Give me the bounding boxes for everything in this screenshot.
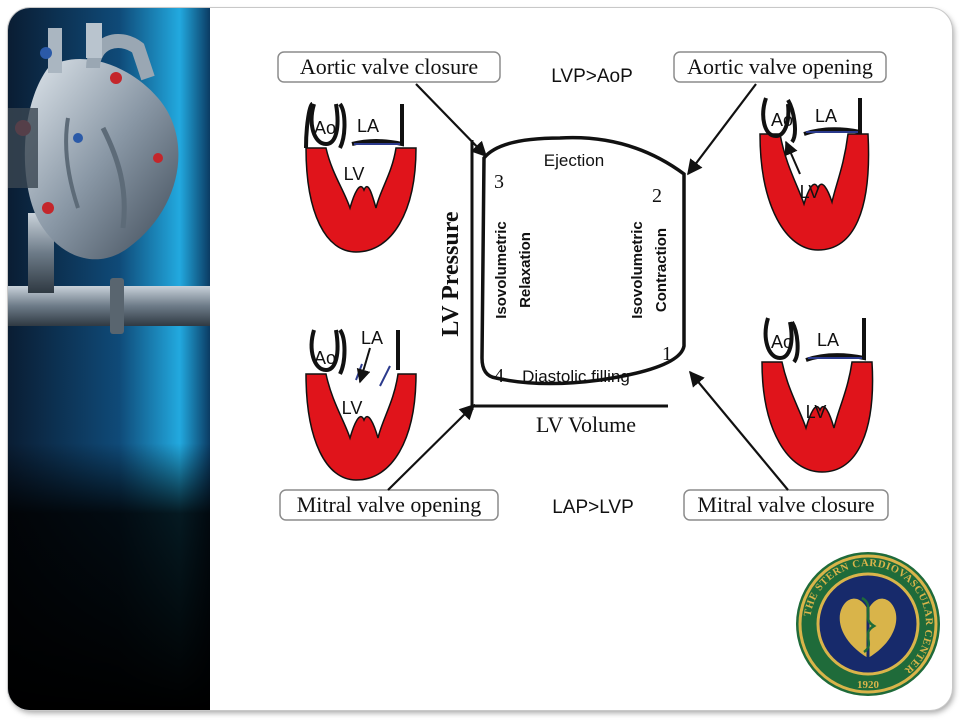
svg-text:Mitral valve opening: Mitral valve opening	[297, 492, 482, 517]
svg-text:Ao: Ao	[314, 118, 336, 138]
callout-aortic-valve-opening: Aortic valve opening	[673, 51, 887, 83]
stern-cardiovascular-center-seal: THE STERN CARDIOVASCULAR CENTER 1920	[796, 552, 940, 696]
svg-text:LA: LA	[361, 328, 383, 348]
svg-text:Aortic valve opening: Aortic valve opening	[687, 54, 873, 79]
svg-text:LA: LA	[817, 330, 839, 350]
condition-top: LVP>AoP	[551, 66, 633, 87]
svg-text:LV: LV	[800, 182, 821, 202]
svg-text:Ao: Ao	[771, 110, 793, 130]
callout-mitral-valve-opening: Mitral valve opening	[279, 489, 499, 521]
x-axis-label: LV Volume	[536, 412, 636, 437]
arrow-aortic-closure	[415, 83, 488, 158]
phase-contraction-line2: Contraction	[653, 228, 670, 312]
callout-mitral-valve-closure: Mitral valve closure	[683, 489, 889, 521]
phase-contraction-line1: Isovolumetric	[629, 221, 646, 319]
svg-text:1920: 1920	[857, 679, 880, 691]
heart-aortic-opening: Ao LA LV	[759, 97, 870, 251]
svg-text:Ao: Ao	[314, 348, 336, 368]
point-1: 1	[662, 343, 672, 365]
phase-relaxation-line1: Isovolumetric	[493, 221, 510, 319]
arrow-mitral-closure	[689, 370, 789, 491]
condition-bottom: LAP>LVP	[552, 497, 634, 518]
heart-mitral-opening: Ao LA LV	[305, 328, 417, 481]
pv-loop	[480, 135, 686, 386]
phase-relaxation-line2: Relaxation	[517, 232, 534, 308]
arrow-aortic-opening	[687, 83, 757, 176]
point-4: 4	[494, 365, 504, 387]
svg-text:LV: LV	[344, 164, 365, 184]
slide: Aortic valve closure Aortic valve openin…	[8, 8, 952, 710]
svg-text:LV: LV	[342, 398, 363, 418]
svg-text:Mitral valve closure: Mitral valve closure	[697, 492, 874, 517]
svg-text:Aortic valve closure: Aortic valve closure	[300, 54, 478, 79]
svg-text:LV: LV	[806, 402, 827, 422]
svg-text:LA: LA	[815, 106, 837, 126]
callout-aortic-valve-closure: Aortic valve closure	[277, 51, 501, 83]
phase-ejection: Ejection	[544, 151, 604, 170]
heart-mitral-closure: Ao LA LV	[761, 317, 874, 473]
pressure-volume-loop-diagram: Aortic valve closure Aortic valve openin…	[277, 51, 940, 696]
heart-aortic-closure: Ao LA LV	[304, 102, 417, 253]
svg-text:Ao: Ao	[771, 332, 793, 352]
arrow-mitral-opening	[387, 403, 476, 491]
mechanical-heart-illustration	[8, 8, 210, 710]
phase-diastolic-filling: Diastolic filling	[522, 367, 630, 386]
svg-text:LA: LA	[357, 116, 379, 136]
y-axis-label: LV Pressure	[438, 211, 464, 336]
point-2: 2	[652, 185, 662, 207]
point-3: 3	[494, 171, 504, 193]
